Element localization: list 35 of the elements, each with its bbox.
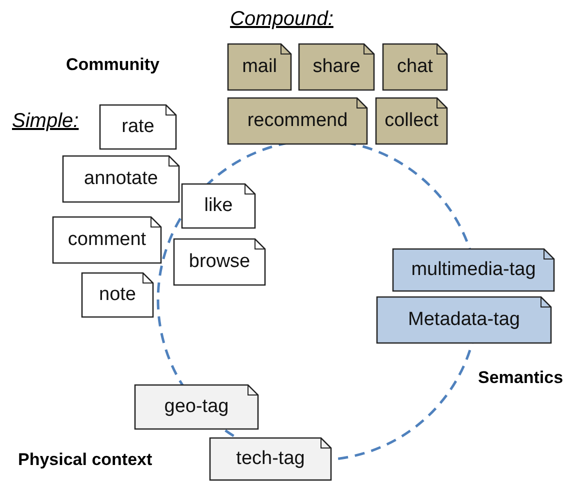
tag-text: note	[98, 283, 137, 307]
tag-text: mail	[241, 55, 278, 79]
group-caption: Simple:	[12, 110, 79, 133]
tag-card	[227, 43, 292, 91]
group-caption: Compound:	[230, 8, 334, 31]
tag-text: like	[203, 194, 234, 218]
tag-text: geo-tag	[163, 395, 230, 419]
tag-card	[134, 384, 259, 430]
tag-text: browse	[188, 250, 252, 274]
tag-card	[173, 238, 266, 286]
tag-card	[62, 155, 180, 203]
tag-text: rate	[120, 115, 156, 139]
tag-card	[227, 97, 368, 145]
tag-text: Metadata-tag	[407, 308, 521, 332]
category-heading: Physical context	[18, 450, 152, 470]
tag-card	[298, 43, 375, 91]
tag-text: chat	[396, 55, 434, 79]
tag-text: share	[312, 55, 362, 79]
category-heading: Community	[66, 55, 160, 75]
tag-card	[99, 104, 177, 150]
tag-text: collect	[384, 109, 440, 133]
tag-text: multimedia-tag	[410, 258, 537, 282]
tag-text: tech-tag	[235, 447, 306, 471]
tag-card	[52, 216, 162, 264]
tag-card	[209, 437, 332, 481]
tag-card	[392, 248, 555, 292]
tag-card	[81, 272, 154, 318]
tag-card	[376, 296, 552, 344]
tag-text: comment	[66, 228, 148, 252]
tag-card	[181, 183, 256, 229]
tag-text: annotate	[83, 167, 159, 191]
tag-card	[375, 97, 448, 145]
tag-card	[382, 43, 448, 91]
tag-text: recommend	[246, 109, 349, 133]
category-heading: Semantics	[478, 368, 564, 388]
